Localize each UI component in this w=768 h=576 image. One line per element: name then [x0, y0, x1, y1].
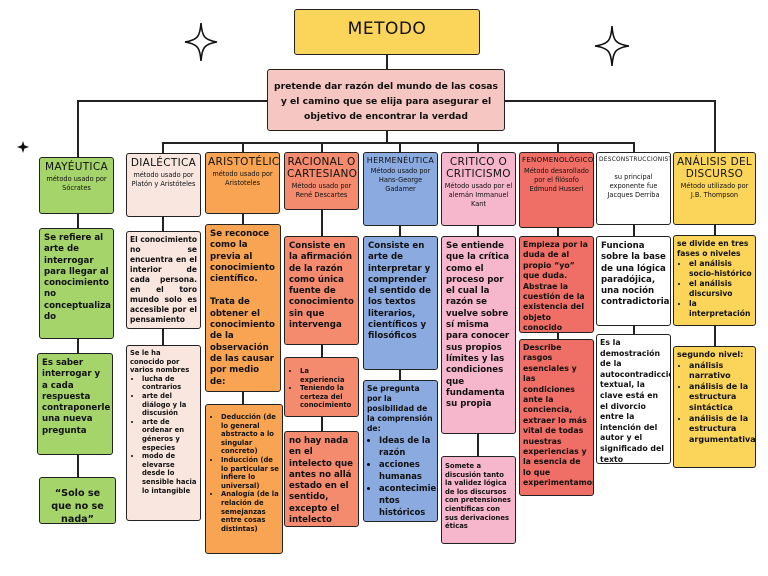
connector-v: [77, 455, 79, 477]
connector-col8: [633, 142, 635, 152]
connector-v: [714, 326, 716, 346]
connector-v: [557, 333, 559, 339]
list-item: el análisis discursivo: [689, 279, 752, 299]
connector-v: [242, 392, 244, 404]
list-item: acciones humanas: [379, 458, 434, 482]
list-item: la interpretación: [689, 299, 752, 319]
connector-col7: [557, 142, 559, 152]
aristotelico-methods-list: Deducción (de lo general abstracto a lo …: [205, 404, 283, 554]
racional-definition: Consiste en la afirmación de la razón co…: [284, 236, 359, 345]
connector-bar-top: [162, 142, 634, 144]
small-star-icon: [17, 141, 29, 153]
connector-col3: [242, 142, 244, 152]
connector-v: [714, 225, 716, 235]
connector-v: [633, 326, 635, 334]
connector-main-right: [505, 100, 715, 102]
sparkle-star-icon: [184, 22, 218, 62]
dialectica-definition: El conocimiento no se encuentra en el in…: [126, 231, 201, 329]
connector-col2: [162, 142, 164, 153]
analisis-list2-intro: segundo nivel:: [677, 350, 744, 359]
list-item: el análisis socio-histórico: [689, 259, 752, 279]
analisis-list-intro: se divide en tres fases o niveles: [677, 239, 749, 258]
list-item: análisis de la estructura sintáctica: [689, 382, 752, 414]
list-item: análisis de la estructura argumentativa: [689, 414, 755, 446]
criticismo-note: Somete a discusión tanto la validez lógi…: [441, 456, 516, 544]
main-definition: pretende dar razón del mundo de las cosa…: [267, 69, 505, 131]
desconstruccionista-description: Es la demostración de la autocontradicci…: [596, 334, 671, 464]
connector-v: [321, 345, 323, 357]
connector-v: [77, 214, 79, 228]
list-item: acontecimie ntos históricos: [379, 482, 436, 518]
list-item: La experiencia: [300, 367, 355, 384]
list-item: Analogía (de la relación de semejanzas e…: [221, 490, 279, 533]
dialectica-list-intro: Se le ha conocido por varios nombres: [130, 349, 190, 375]
connector-col4: [321, 142, 323, 152]
connector-v: [399, 226, 401, 236]
list-item: lucha de contrarios: [142, 375, 197, 392]
connector-col1: [77, 100, 79, 158]
connector-v: [477, 226, 479, 236]
racional-note: no hay nada en el intelecto que antes no…: [284, 431, 359, 527]
list-item: Inducción (de lo particular se infiere l…: [221, 456, 279, 490]
page-title: METODO FILOSÓFICO: [294, 9, 480, 55]
aristotelico-definition: Se reconoce como la previa al conocimien…: [205, 224, 281, 392]
aristotelico-text-1: Se reconoce como la previa al conocimien…: [210, 229, 275, 285]
connector-v: [633, 225, 635, 236]
connector-v: [242, 214, 244, 224]
mayeutica-description: Es saber interrogar y a cada respuesta c…: [37, 353, 113, 455]
connector-v: [557, 228, 559, 236]
connector-v: [162, 329, 164, 345]
hermeneutica-definition: Consiste en arte de interpretar y compre…: [363, 236, 438, 370]
fenomenologico-description: Describe rasgos esenciales y las condici…: [519, 339, 594, 496]
list-item: arte del diálogo y la discusión: [142, 392, 197, 418]
connector-v: [321, 417, 323, 431]
connector-v: [162, 217, 164, 231]
connector-main-down: [386, 131, 388, 143]
mayeutica-definition: Se refiere al arte de interrogar para ll…: [39, 228, 114, 339]
list-item: Deducción (de lo general abstracto a lo …: [221, 413, 279, 456]
connector-v: [77, 339, 79, 353]
list-item: modo de elevarse desde lo sensible hacia…: [142, 452, 197, 495]
analisis-second-level: segundo nivel: análisis narrativo anális…: [673, 346, 756, 468]
list-item: arte de ordenar en géneros y especies: [142, 418, 197, 452]
analisis-phases: se divide en tres fases o niveles el aná…: [673, 235, 756, 326]
connector-title-main: [386, 55, 388, 69]
racional-list: La experiencia Teniendo la certeza del c…: [284, 357, 359, 417]
connector-main-left: [77, 100, 267, 102]
hermeneutica-questions: Se pregunta por la posibilidad de la com…: [363, 380, 438, 522]
connector-v: [477, 434, 479, 456]
connector-col9: [714, 100, 716, 152]
list-item: Ideas de la razón: [379, 434, 434, 458]
aristotelico-header: ARISTOTÉLICOmétodo usado por Aristoteles: [205, 152, 280, 214]
mayeutica-quote: “Solo se que no se nada”: [39, 477, 116, 524]
hermeneutica-list-intro: Se pregunta por la posibilidad de la com…: [367, 384, 433, 433]
dialectica-names-list: Se le ha conocido por varios nombres luc…: [126, 345, 201, 521]
sparkle-star-icon: [594, 25, 630, 67]
desconstruccionista-definition: Funciona sobre la base de una lógica par…: [596, 236, 671, 326]
list-item: análisis narrativo: [689, 361, 752, 382]
aristotelico-text-2: Trata de obtener el conocimiento de la o…: [210, 297, 275, 387]
connector-v: [399, 370, 401, 380]
connector-col5: [399, 142, 401, 152]
connector-col6: [477, 142, 479, 152]
connector-v: [321, 210, 323, 236]
fenomenologico-definition: Empieza por la duda de al propio “yo” qu…: [519, 236, 594, 333]
criticismo-definition: Se entiende que la crítica como el proce…: [441, 236, 516, 434]
list-item: Teniendo la certeza del conocimiento: [300, 384, 355, 410]
